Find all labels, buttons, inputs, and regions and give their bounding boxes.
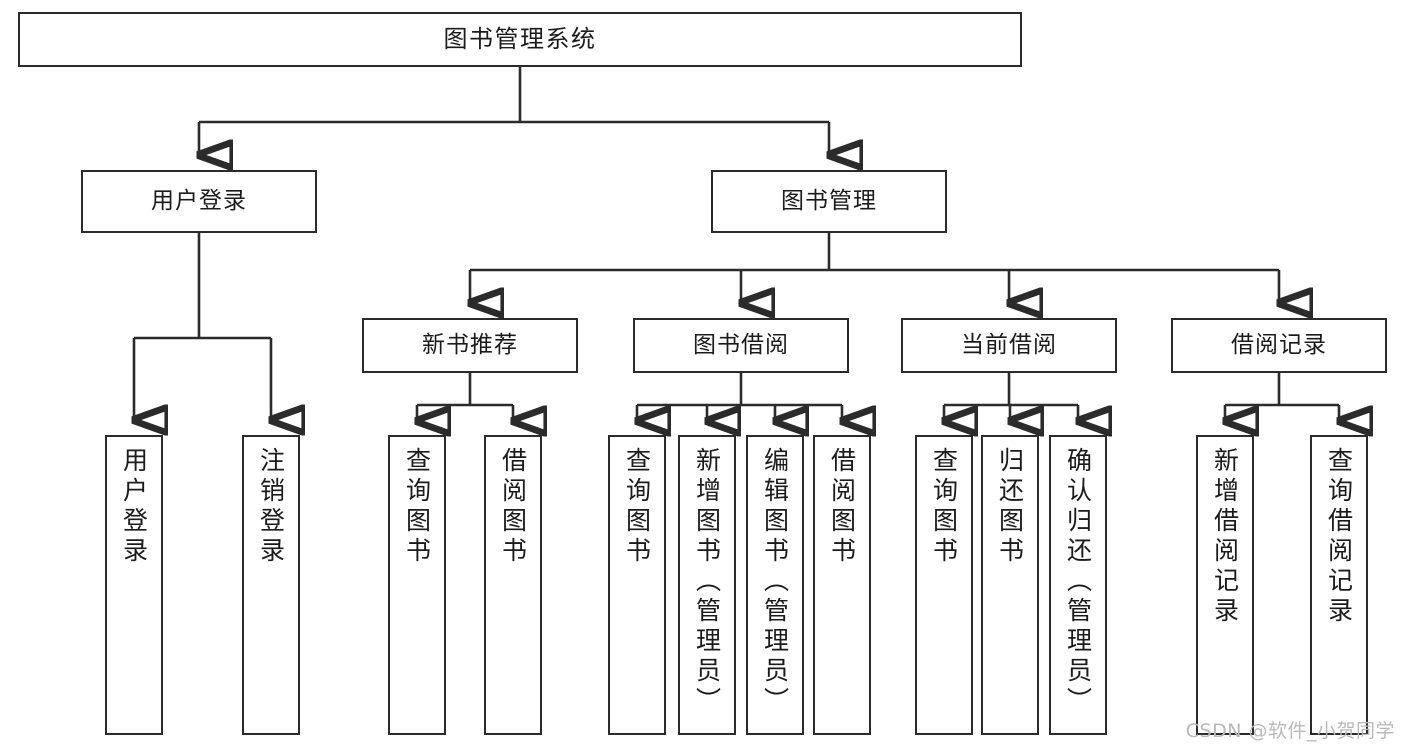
node-user-login-label: 用户登录 (151, 188, 247, 215)
node-current-borrow[interactable]: 当前借阅 (901, 318, 1117, 373)
node-leaf-borrow-book-recommend[interactable]: 借阅图书 (484, 435, 542, 735)
node-leaf-confirm-return-admin-label: 确认归还（管理员） (1063, 447, 1093, 717)
node-leaf-borrow-book[interactable]: 借阅图书 (813, 435, 871, 735)
node-leaf-query-book-recommend[interactable]: 查询图书 (388, 435, 446, 735)
node-leaf-query-book-current[interactable]: 查询图书 (915, 435, 973, 735)
node-leaf-query-book-borrow-label: 查询图书 (622, 447, 652, 567)
node-leaf-borrow-book-label: 借阅图书 (827, 447, 857, 567)
node-book-borrow-label: 图书借阅 (693, 332, 789, 359)
node-book-borrow[interactable]: 图书借阅 (633, 318, 849, 373)
node-leaf-user-logout-label: 注销登录 (256, 447, 286, 567)
node-user-login[interactable]: 用户登录 (81, 170, 317, 233)
node-leaf-add-book-admin[interactable]: 新增图书（管理员） (678, 435, 736, 735)
node-book-management-label: 图书管理 (781, 188, 877, 215)
node-leaf-query-borrow-record-label: 查询借阅记录 (1324, 447, 1354, 627)
node-leaf-add-borrow-record[interactable]: 新增借阅记录 (1196, 435, 1254, 735)
node-leaf-add-book-admin-label: 新增图书（管理员） (692, 447, 722, 717)
node-leaf-confirm-return-admin[interactable]: 确认归还（管理员） (1049, 435, 1107, 735)
node-borrow-record[interactable]: 借阅记录 (1171, 318, 1387, 373)
node-leaf-add-borrow-record-label: 新增借阅记录 (1210, 447, 1240, 627)
node-root-label: 图书管理系统 (443, 24, 597, 53)
node-leaf-user-logout[interactable]: 注销登录 (242, 435, 300, 735)
node-leaf-query-book-current-label: 查询图书 (929, 447, 959, 567)
node-leaf-edit-book-admin-label: 编辑图书（管理员） (760, 447, 790, 717)
node-leaf-return-book-label: 归还图书 (995, 447, 1025, 567)
node-root[interactable]: 图书管理系统 (18, 12, 1022, 67)
node-leaf-query-book-borrow[interactable]: 查询图书 (608, 435, 666, 735)
node-leaf-user-login[interactable]: 用户登录 (105, 435, 163, 735)
node-leaf-return-book[interactable]: 归还图书 (981, 435, 1039, 735)
node-leaf-edit-book-admin[interactable]: 编辑图书（管理员） (746, 435, 804, 735)
node-leaf-user-login-label: 用户登录 (119, 447, 149, 567)
node-leaf-query-borrow-record[interactable]: 查询借阅记录 (1310, 435, 1368, 735)
node-book-management[interactable]: 图书管理 (711, 170, 947, 233)
node-new-book-recommend[interactable]: 新书推荐 (362, 318, 578, 373)
node-leaf-borrow-book-recommend-label: 借阅图书 (498, 447, 528, 567)
node-borrow-record-label: 借阅记录 (1231, 332, 1327, 359)
node-new-book-recommend-label: 新书推荐 (422, 332, 518, 359)
node-leaf-query-book-recommend-label: 查询图书 (402, 447, 432, 567)
csdn-watermark: CSDN @软件_小贺同学 (1185, 720, 1395, 742)
node-current-borrow-label: 当前借阅 (961, 332, 1057, 359)
